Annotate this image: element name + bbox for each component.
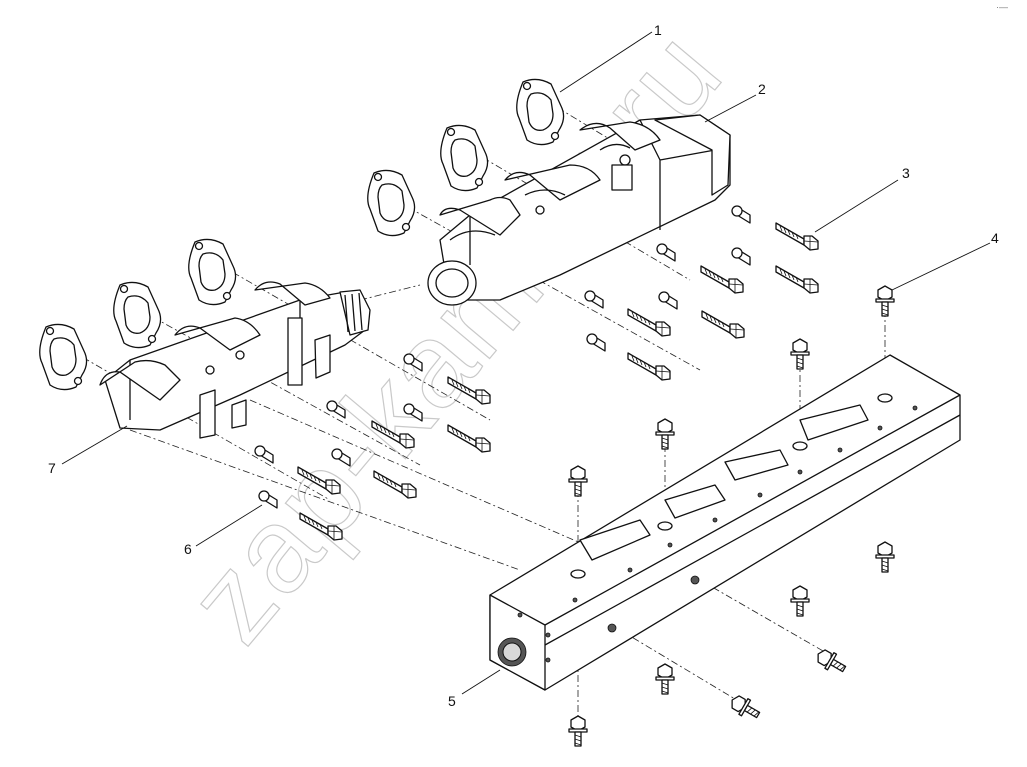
sleeve bbox=[656, 243, 676, 262]
gasket-6 bbox=[39, 323, 88, 391]
flange-bolt bbox=[812, 645, 850, 678]
callout-4: 4 bbox=[991, 230, 999, 246]
flange-bolt bbox=[568, 465, 588, 497]
bolt bbox=[627, 352, 671, 381]
callout-6: 6 bbox=[184, 541, 192, 557]
bolt bbox=[775, 265, 819, 294]
flange-bolt bbox=[790, 338, 810, 370]
bolt bbox=[701, 310, 745, 339]
exhaust-manifold-rear bbox=[99, 281, 371, 439]
sleeve bbox=[731, 205, 751, 224]
sleeve bbox=[731, 247, 751, 266]
heat-shield-rivets bbox=[517, 405, 918, 663]
gasket-1 bbox=[516, 78, 565, 146]
flange-bolt bbox=[655, 418, 675, 450]
callout-labels: 1 2 3 4 5 6 7 bbox=[48, 22, 999, 709]
flange-bolt bbox=[875, 541, 895, 573]
flange-bolt bbox=[655, 663, 675, 695]
sleeve bbox=[658, 291, 678, 310]
callout-3: 3 bbox=[902, 165, 910, 181]
gasket-5 bbox=[113, 281, 162, 349]
heat-shield bbox=[489, 354, 961, 691]
callout-1: 1 bbox=[654, 22, 662, 38]
gasket-2 bbox=[440, 124, 489, 192]
callout-7: 7 bbox=[48, 460, 56, 476]
sleeve bbox=[584, 290, 604, 309]
sleeve bbox=[586, 333, 606, 352]
flange-bolt bbox=[790, 585, 810, 617]
callout-2: 2 bbox=[758, 81, 766, 97]
bolt bbox=[700, 265, 744, 294]
flange-bolt bbox=[875, 285, 895, 317]
flange-bolt bbox=[568, 715, 588, 747]
leader-lines bbox=[61, 31, 991, 695]
corner-mark: ·— bbox=[996, 2, 1008, 12]
bolt bbox=[775, 222, 819, 251]
gasket-3 bbox=[367, 169, 416, 237]
bolt bbox=[627, 308, 671, 337]
flange-bolt bbox=[726, 691, 764, 724]
exhaust-manifold-front bbox=[427, 114, 731, 306]
gasket-4 bbox=[188, 238, 237, 306]
callout-5: 5 bbox=[448, 693, 456, 709]
